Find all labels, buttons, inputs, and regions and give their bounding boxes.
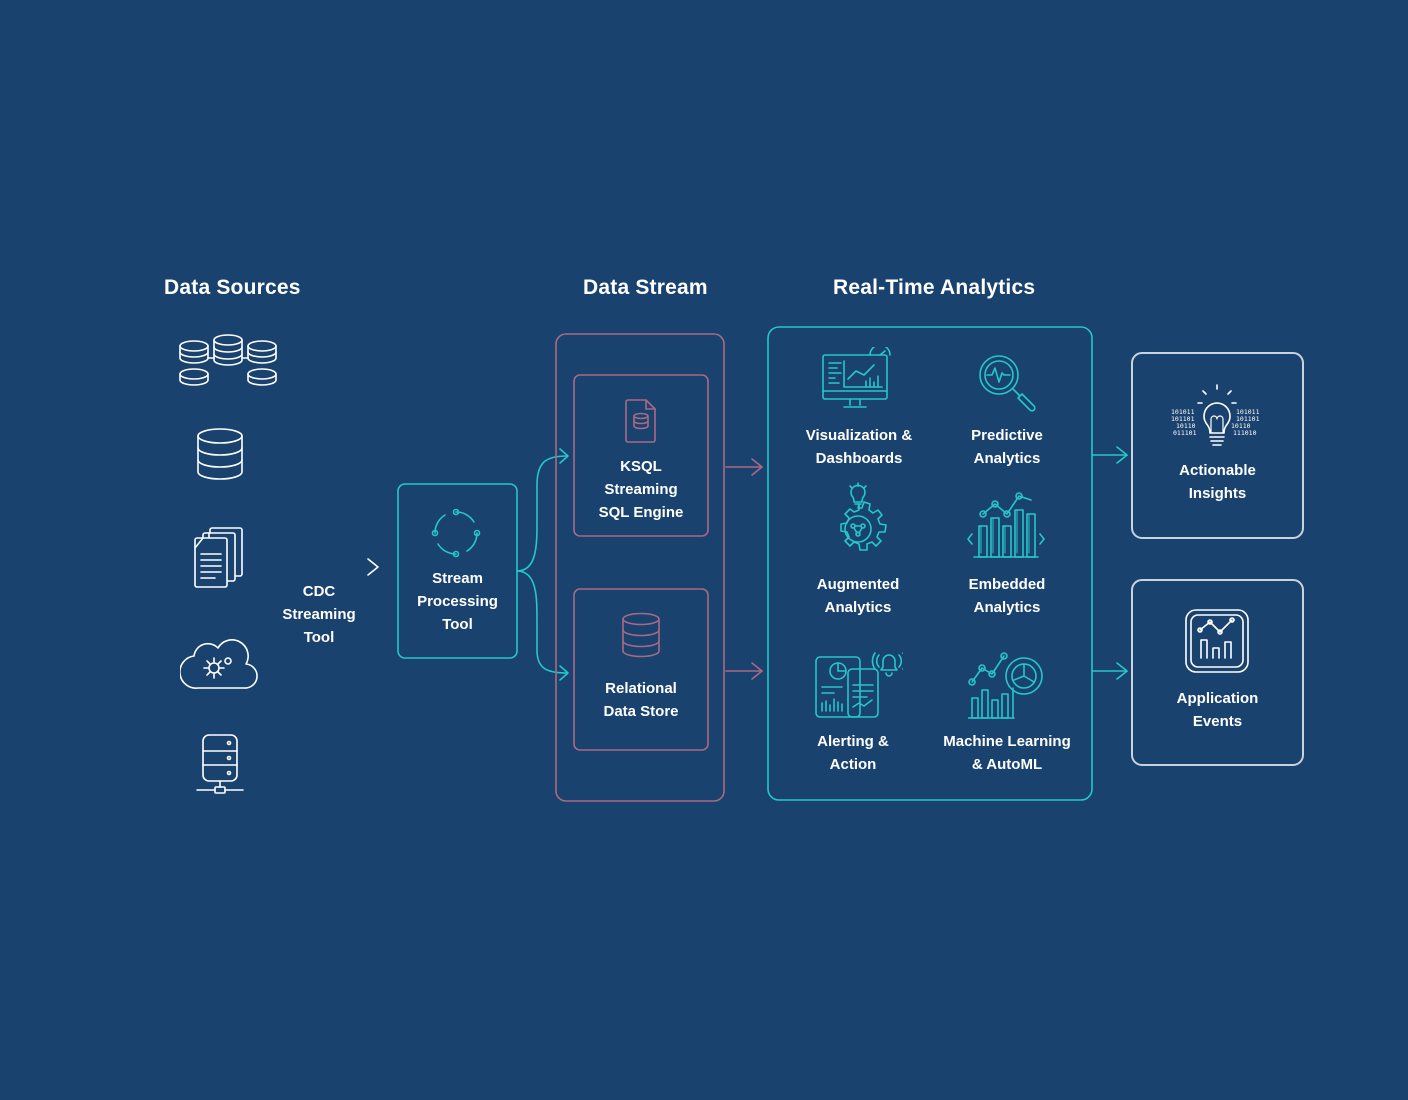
stream-tool-line-1: Stream	[432, 570, 483, 587]
heading-data-stream: Data Stream	[583, 276, 708, 299]
heading-real-time-analytics: Real-Time Analytics	[833, 276, 1036, 299]
binary-left-4: 011101	[1173, 429, 1197, 437]
documents-icon	[194, 527, 243, 588]
stream-tool-label: Stream Processing Tool	[398, 567, 517, 636]
binary-right-3: 10110	[1231, 422, 1251, 430]
analytics-label-alerting: Alerting & Action	[776, 730, 930, 776]
augmented-line-2: Analytics	[824, 599, 892, 616]
cdc-line-3: Tool	[303, 629, 335, 646]
ksql-line-1: KSQL	[620, 458, 662, 475]
ksql-label: KSQL Streaming SQL Engine	[574, 455, 708, 524]
cdc-line-2: Streaming	[282, 606, 356, 623]
visualization-line-2: Dashboards	[815, 450, 903, 467]
heading-data-sources: Data Sources	[164, 276, 301, 299]
bar-chart-code-icon	[967, 492, 1045, 558]
cdc-line-1: CDC	[302, 583, 336, 600]
sql-file-icon	[625, 399, 656, 443]
analytics-label-predictive: Predictive Analytics	[930, 424, 1084, 470]
binary-right-2: 101101	[1236, 415, 1260, 423]
insights-line-1: Actionable	[1179, 462, 1256, 479]
machine-learning-line-1: Machine Learning	[943, 733, 1071, 750]
visualization-line-1: Visualization &	[805, 427, 913, 444]
relational-line-1: Relational	[605, 680, 677, 697]
events-line-1: Application	[1176, 690, 1259, 707]
analytics-label-augmented: Augmented Analytics	[780, 573, 936, 619]
store-to-analytics-arrow	[725, 662, 763, 680]
events-label: Application Events	[1132, 687, 1303, 733]
augmented-line-1: Augmented	[816, 576, 900, 593]
analytics-label-embedded: Embedded Analytics	[930, 573, 1084, 619]
relational-line-2: Data Store	[603, 703, 679, 720]
cycle-icon	[431, 508, 481, 558]
ksql-box	[573, 374, 709, 537]
ksql-to-analytics-arrow	[725, 458, 763, 476]
stream-tool-line-3: Tool	[442, 616, 473, 633]
insights-label: Actionable Insights	[1132, 459, 1303, 505]
predictive-line-2: Analytics	[973, 450, 1041, 467]
cdc-label: CDC Streaming Tool	[268, 580, 370, 649]
alerting-line-1: Alerting &	[817, 733, 889, 750]
database-cluster-icon	[179, 334, 277, 386]
binary-right-1: 101011	[1236, 408, 1260, 416]
server-network-icon	[196, 734, 244, 794]
events-line-2: Events	[1192, 713, 1243, 730]
predictive-line-1: Predictive	[971, 427, 1043, 444]
binary-left-2: 101101	[1171, 415, 1195, 423]
analytics-label-visualization: Visualization & Dashboards	[780, 424, 938, 470]
relational-label: Relational Data Store	[574, 677, 708, 723]
mobile-alert-icon	[815, 652, 903, 718]
lightbulb-binary-icon: 101011 101101 10110 011101 101011 101101…	[1171, 384, 1260, 446]
embedded-line-1: Embedded	[968, 576, 1046, 593]
app-chart-icon	[1185, 609, 1249, 673]
binary-left-1: 101011	[1171, 408, 1195, 416]
relational-box	[573, 588, 709, 751]
database-icon	[197, 428, 243, 480]
ksql-line-3: SQL Engine	[598, 504, 684, 521]
insights-box	[1131, 352, 1304, 539]
binary-right-4: 111010	[1233, 429, 1257, 437]
embedded-line-2: Analytics	[973, 599, 1041, 616]
events-arrow	[1092, 662, 1128, 680]
cdc-arrow	[262, 558, 379, 576]
insights-arrow	[1092, 446, 1128, 464]
branch-connector	[516, 448, 569, 681]
insights-line-2: Insights	[1188, 485, 1247, 502]
dashboard-monitor-icon	[822, 347, 891, 408]
stream-tool-line-2: Processing	[417, 593, 498, 610]
events-box	[1131, 579, 1304, 766]
gear-bulb-icon	[840, 482, 887, 551]
cloud-gear-icon	[180, 639, 258, 689]
ml-chart-icon	[968, 652, 1043, 719]
data-stream-container	[555, 333, 725, 802]
stream-tool-box	[397, 483, 518, 659]
magnifier-pulse-icon	[979, 355, 1036, 412]
binary-left-3: 10110	[1176, 422, 1196, 430]
analytics-label-machine-learning: Machine Learning & AutoML	[930, 730, 1084, 776]
alerting-line-2: Action	[829, 756, 877, 773]
ksql-line-2: Streaming	[604, 481, 678, 498]
analytics-container	[767, 326, 1093, 801]
relational-database-icon	[622, 612, 660, 658]
machine-learning-line-2: & AutoML	[971, 756, 1043, 773]
